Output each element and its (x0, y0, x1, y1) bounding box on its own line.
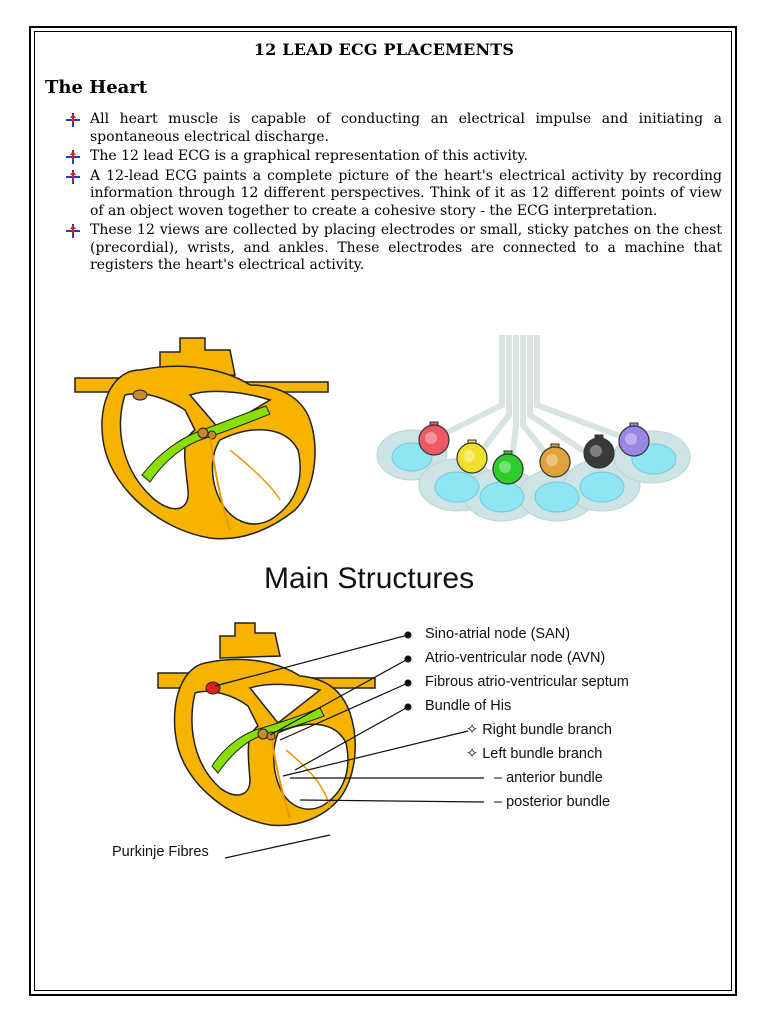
electrode-snap (418, 424, 450, 456)
label-septum: Fibrous atrio-ventricular septum (425, 674, 629, 690)
label-anterior-bundle: – anterior bundle (494, 770, 603, 786)
diamond-icon: ✧ (466, 746, 483, 762)
label-purkinje-fibres: Purkinje Fibres (112, 844, 209, 860)
electrode-snap (492, 453, 524, 485)
heart-structures-diagram (157, 622, 376, 827)
label-posterior-bundle: – posterior bundle (494, 794, 611, 810)
label-right-bundle-branch: ✧ Right bundle branch (466, 722, 612, 738)
bullet-text: The 12 lead ECG is a graphical represent… (90, 148, 528, 164)
list-item: A 12-lead ECG paints a complete picture … (66, 168, 722, 221)
list-item: The 12 lead ECG is a graphical represent… (66, 148, 722, 166)
label-bundle-of-his: Bundle of His (425, 698, 512, 714)
bullet-arrow-icon (66, 224, 80, 238)
diamond-icon: ✧ (466, 722, 483, 738)
dash-icon: – (494, 794, 507, 810)
electrode-snap-highlight (625, 433, 637, 445)
electrode-snap-highlight (590, 445, 602, 457)
electrode-snap (539, 446, 571, 478)
page-border-outer (29, 26, 737, 996)
electrode-snap (618, 425, 650, 457)
page-border-inner (34, 31, 732, 991)
bullet-arrow-icon (66, 113, 80, 127)
bullet-text: These 12 views are collected by placing … (90, 222, 722, 273)
electrode-illustration (376, 335, 691, 522)
heart-illustration (74, 337, 329, 540)
list-item: These 12 views are collected by placing … (66, 222, 722, 275)
electrode-snap-highlight (499, 461, 511, 473)
list-item: All heart muscle is capable of conductin… (66, 111, 722, 146)
label-avn: Atrio-ventricular node (AVN) (425, 650, 606, 666)
section-heading: The Heart (45, 77, 148, 98)
electrode-snap-highlight (546, 454, 558, 466)
bullet-text: All heart muscle is capable of conductin… (90, 111, 722, 145)
bullet-text: A 12-lead ECG paints a complete picture … (90, 167, 722, 219)
electrode-snap-highlight (425, 432, 437, 444)
electrode-snap (583, 437, 615, 469)
label-left-bundle-branch: ✧ Left bundle branch (466, 746, 603, 762)
electrode-snap (456, 442, 488, 474)
bullet-arrow-icon (66, 150, 80, 164)
bullet-list: All heart muscle is capable of conductin… (66, 111, 722, 277)
label-san: Sino-atrial node (SAN) (425, 626, 571, 642)
dash-icon: – (494, 770, 507, 786)
electrode-snap-highlight (463, 450, 475, 462)
document-title: 12 LEAD ECG PLACEMENTS (253, 40, 515, 59)
diagram-title: Main Structures (264, 562, 475, 595)
bullet-arrow-icon (66, 169, 80, 184)
